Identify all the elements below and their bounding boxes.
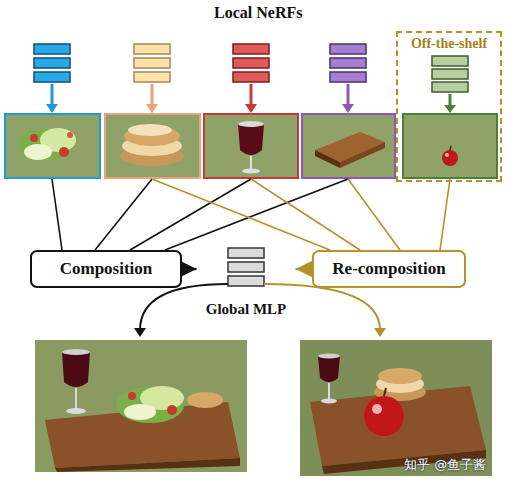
rendered-scene	[62, 352, 90, 387]
mlp-icon	[134, 72, 170, 82]
object-image	[445, 153, 449, 157]
down-arrow	[449, 94, 452, 106]
mlp-icon	[330, 58, 366, 68]
mlp-icon	[134, 58, 170, 68]
object-image	[442, 150, 458, 166]
down-arrow	[146, 104, 158, 113]
feed-line	[52, 179, 62, 250]
object-image	[302, 114, 395, 178]
node-text: Re-composition	[332, 259, 445, 279]
global-mlp-icon	[228, 248, 264, 258]
mlp-icon	[233, 72, 269, 82]
rendered-scene	[364, 396, 404, 436]
connector-arrow	[182, 268, 197, 270]
feed-line	[348, 179, 400, 250]
object-image	[340, 142, 385, 168]
mlp-icon	[34, 44, 70, 54]
object-image	[250, 156, 252, 170]
object-image	[67, 132, 73, 138]
object-image	[242, 169, 260, 174]
mlp-icon	[34, 58, 70, 68]
rendered-scene	[116, 387, 184, 423]
feed-line	[440, 179, 450, 250]
global-mlp-icon	[228, 248, 264, 286]
down-arrow	[151, 84, 154, 105]
node-text: Off-the-shelf	[411, 36, 487, 52]
down-arrow	[46, 104, 58, 113]
down-arrow	[46, 84, 456, 113]
composition-box: Composition	[30, 250, 182, 288]
mlp-icon	[34, 72, 70, 82]
object-image	[105, 114, 200, 178]
object-image	[24, 144, 52, 160]
global-mlp-icon	[228, 276, 264, 286]
object-image	[128, 124, 172, 136]
rendered-scene	[167, 405, 177, 415]
object-image	[403, 114, 497, 178]
rendered-scene	[35, 340, 492, 476]
rendered-scene	[75, 388, 77, 410]
output-arrow	[374, 328, 386, 337]
object-image	[30, 134, 38, 142]
rendered-scene	[384, 388, 386, 396]
global-mlp-icon	[228, 262, 264, 272]
connector-arrow	[296, 268, 313, 270]
rendered-scene	[321, 399, 337, 404]
mlp-icon	[233, 58, 269, 68]
down-arrow	[342, 104, 354, 113]
object-image	[238, 121, 264, 127]
feed-line	[165, 179, 348, 250]
mlp-icon	[432, 56, 468, 66]
rendered-scene	[318, 354, 340, 359]
node-text: Composition	[60, 259, 153, 279]
rendered-scene	[55, 458, 240, 472]
rendered-scene	[45, 402, 240, 468]
output-arrow	[134, 284, 386, 337]
mlp-icon	[330, 44, 366, 54]
down-arrow	[444, 105, 456, 113]
rendered-scene	[328, 383, 330, 400]
rendered-scene	[372, 404, 382, 414]
rendered-scene	[187, 392, 223, 408]
node-text: Global MLP	[206, 301, 286, 318]
recomposition-box: Re-composition	[312, 250, 466, 288]
feed-line	[152, 179, 330, 250]
object-image	[450, 146, 451, 150]
mlp-icon	[233, 44, 269, 54]
rendered-scene	[35, 340, 247, 472]
object-image	[204, 114, 298, 178]
rendered-scene	[66, 408, 86, 414]
feed-line	[52, 179, 450, 250]
diagram-title: Local NeRFs	[214, 4, 302, 22]
rendered-scene	[300, 340, 492, 476]
object-image	[59, 147, 69, 157]
rendered-scene	[378, 368, 422, 384]
down-arrow	[250, 84, 253, 105]
global-mlp: Global MLP	[197, 244, 296, 318]
object-image	[315, 150, 340, 168]
mlp-icon	[432, 82, 468, 92]
watermark: 知乎 @鱼子酱	[404, 456, 486, 474]
mlp-icon	[432, 69, 468, 79]
rendered-scene	[62, 349, 90, 355]
rendered-scene	[128, 392, 136, 400]
down-arrow	[245, 104, 257, 113]
feed-line	[95, 179, 152, 250]
rendered-scene	[318, 356, 340, 382]
rendered-scene	[124, 404, 156, 420]
feed-line	[251, 179, 360, 250]
down-arrow	[51, 84, 54, 105]
mlp-icon	[134, 44, 170, 54]
down-arrow	[347, 84, 350, 105]
mlp-icon	[330, 72, 366, 82]
output-arrow	[134, 328, 146, 337]
object-image	[238, 124, 264, 155]
object-image	[5, 114, 497, 178]
off-the-shelf-group: Off-the-shelf	[396, 31, 502, 182]
object-image	[5, 114, 100, 178]
rendered-scene	[322, 450, 486, 474]
